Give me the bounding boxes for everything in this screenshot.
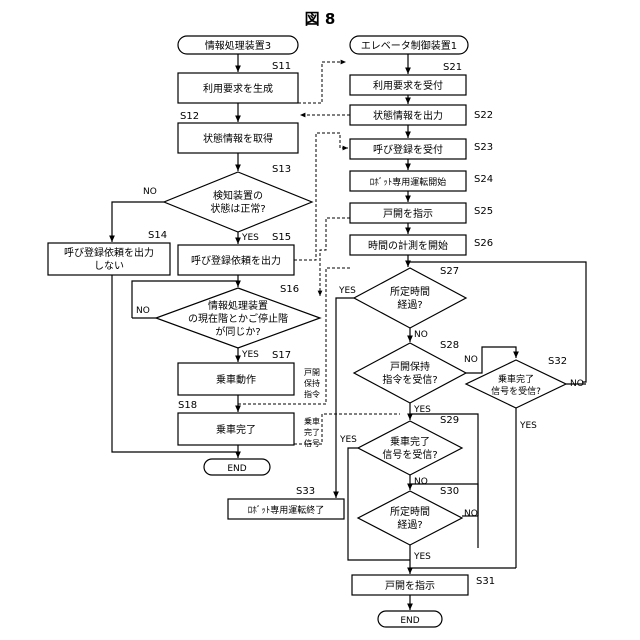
step-s11-text: 利用要求を生成 (203, 82, 273, 95)
signal-boarding-done-2: 完了 (304, 427, 320, 437)
step-s18-label: S18 (178, 400, 197, 411)
step-s32-text-1: 乗車完了 (498, 373, 534, 385)
step-s23-label: S23 (474, 142, 493, 153)
s27-no-label: NO (414, 330, 428, 340)
lane-left: 情報処理装置3 利用要求を生成 S11 状態情報を取得 S12 検知装置の 状態… (48, 36, 344, 519)
step-s29-text-2: 信号を受信? (382, 449, 437, 461)
left-end-text: END (227, 464, 246, 474)
step-s24-label: S24 (474, 174, 493, 185)
s32-yes-label: YES (519, 421, 537, 431)
step-s13-text-1: 検知装置の (213, 189, 263, 202)
step-s12-label: S12 (180, 111, 199, 122)
step-s24-text: ﾛﾎﾞｯﾄ専用運転開始 (370, 176, 447, 188)
s29-no-label: NO (414, 477, 428, 487)
step-s16-label: S16 (280, 284, 299, 295)
step-s26-label: S26 (474, 238, 493, 249)
step-s30-text-1: 所定時間 (390, 505, 430, 518)
s30-no-label: NO (464, 509, 478, 519)
step-s22-label: S22 (474, 110, 493, 121)
step-s26-text: 時間の計測を開始 (368, 239, 448, 252)
step-s30-text-2: 経過? (397, 518, 422, 531)
signal-boarding-done: 乗車 完了 信号 (304, 416, 320, 448)
step-s28-diamond (354, 343, 466, 403)
step-s22-text: 状態情報を出力 (373, 109, 443, 122)
step-s13-label: S13 (272, 164, 291, 175)
figure-title: 図 8 (305, 10, 336, 28)
step-s28-label: S28 (440, 340, 459, 351)
signal-door-hold-2: 保持 (304, 378, 320, 388)
step-s27-label: S27 (440, 266, 459, 277)
lane-left-title: 情報処理装置3 (205, 39, 271, 52)
step-s29-label: S29 (440, 415, 459, 426)
signal-boarding-done-1: 乗車 (304, 416, 320, 426)
step-s21-text: 利用要求を受付 (373, 79, 443, 92)
step-s32-text-2: 信号を受信? (491, 385, 541, 397)
step-s12-text: 状態情報を取得 (203, 132, 273, 145)
step-s25-label: S25 (474, 206, 493, 217)
right-end-text: END (400, 616, 419, 626)
step-s27-diamond (354, 268, 466, 328)
step-s28-text-1: 戸開保持 (390, 360, 430, 373)
step-s16-text-3: が同じか? (215, 325, 260, 338)
s30-yes-label: YES (413, 552, 431, 562)
step-s15-text: 呼び登録依頼を出力 (191, 254, 281, 267)
step-s32-label: S32 (548, 356, 567, 367)
step-s14-text-2: しない (94, 260, 124, 272)
step-s33-text: ﾛﾎﾞｯﾄ専用運転終了 (248, 504, 325, 516)
lane-right: エレベータ制御装置1 利用要求を受付 S21 状態情報を出力 S22 呼び登録を… (336, 36, 586, 627)
step-s21-label: S21 (443, 62, 462, 73)
step-s18-text: 乗車完了 (216, 423, 256, 436)
s16-yes-label: YES (241, 350, 259, 360)
s28-no-label: NO (464, 355, 478, 365)
step-s14-text-1: 呼び登録依頼を出力 (64, 246, 154, 259)
step-s31-text: 戸開を指示 (385, 579, 435, 592)
lane-right-title: エレベータ制御装置1 (361, 39, 457, 52)
step-s15-label: S15 (272, 232, 291, 243)
step-s13-text-2: 状態は正常? (210, 202, 265, 215)
step-s29-diamond (358, 421, 462, 475)
step-s33-label: S33 (296, 486, 315, 497)
s27-yes-label: YES (338, 286, 356, 296)
step-s16-text-1: 情報処理装置 (208, 299, 268, 312)
s29-yes-label: YES (339, 435, 357, 445)
step-s27-text-2: 経過? (397, 298, 422, 311)
step-s25-text: 戸開を指示 (383, 207, 433, 220)
s13-yes-label: YES (241, 233, 259, 243)
step-s29-text-1: 乗車完了 (390, 435, 430, 448)
signal-door-hold-1: 戸開 (304, 368, 320, 377)
step-s30-label: S30 (440, 486, 459, 497)
step-s27-text-1: 所定時間 (390, 285, 430, 298)
signal-door-hold-3: 指令 (304, 389, 320, 399)
step-s31-label: S31 (476, 576, 495, 587)
step-s11-label: S11 (272, 61, 291, 72)
s16-no-label: NO (136, 306, 150, 316)
step-s16-text-2: の現在階とかご停止階 (188, 312, 288, 325)
s13-no-label: NO (143, 187, 157, 197)
step-s28-text-2: 指令を受信? (382, 373, 437, 386)
step-s17-text: 乗車動作 (216, 373, 256, 386)
step-s30-diamond (358, 491, 462, 545)
step-s14-label: S14 (148, 230, 167, 241)
signal-door-hold: 戸開 保持 指令 (304, 368, 320, 399)
step-s17-label: S17 (272, 350, 291, 361)
step-s23-text: 呼び登録を受付 (373, 143, 443, 156)
step-s13-diamond (164, 172, 312, 232)
signal-boarding-done-3: 信号 (304, 438, 320, 448)
